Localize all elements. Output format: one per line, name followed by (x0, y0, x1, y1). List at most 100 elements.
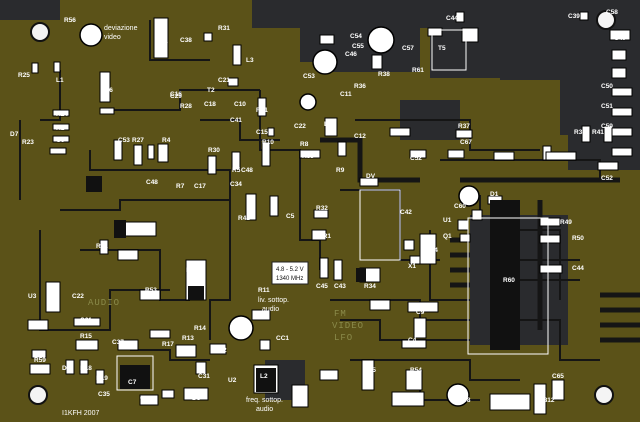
component-label-c62: C62 (396, 397, 408, 404)
component-label-c7: C7 (128, 379, 137, 386)
audio-subcarrier-level-2: audio (262, 306, 279, 313)
component-label-d7: D7 (10, 131, 19, 138)
component-label-u3: U3 (28, 293, 37, 300)
component-label-c59: C59 (601, 123, 613, 130)
component-label-l4: L4 (324, 121, 332, 128)
component-label-c26: C26 (101, 87, 113, 94)
component-label-r24: R24 (56, 111, 68, 118)
component-label-r30: R30 (208, 147, 220, 154)
component-label-c11: C11 (340, 91, 352, 98)
mounting-hole-top-left (30, 22, 50, 42)
component-label-c41: C41 (230, 117, 242, 124)
component-label-r41: R41 (592, 129, 604, 136)
component-label-r15: R15 (80, 333, 92, 340)
component-label-c53: C53 (303, 73, 315, 80)
component-label-r4: R4 (162, 137, 171, 144)
component-label-r56: R56 (64, 17, 76, 24)
component-label-c45: C45 (316, 283, 328, 290)
silk-audio: AUDIO (88, 298, 120, 308)
component-label-c39: C39 (568, 13, 580, 20)
thick-traces (320, 137, 640, 343)
video-deviation-label-2: video (104, 34, 121, 41)
component-label-c20: C20 (324, 371, 336, 378)
component-label-r39: R39 (574, 129, 586, 136)
component-label-r54: R54 (410, 367, 422, 374)
component-label-c10: C10 (234, 101, 246, 108)
audio-subcarrier-freq: freq. sottop. (246, 397, 283, 404)
component-label-cc1: CC1 (276, 335, 289, 342)
component-label-r50: R50 (572, 235, 584, 242)
component-label-r53: R53 (145, 287, 157, 294)
component-label-r7: R7 (176, 183, 185, 190)
component-label-r31: R31 (218, 25, 230, 32)
component-label-c51: C51 (601, 103, 613, 110)
component-label-c36: C36 (156, 39, 168, 46)
component-label-c31: C31 (198, 373, 210, 380)
component-label-rr1: RR1 (318, 233, 331, 240)
annotations: 4.8 - 5.2 V 1340 MHz deviazione video li… (62, 25, 309, 417)
component-label-r36: R36 (354, 83, 366, 90)
component-label-r55: R55 (364, 367, 376, 374)
component-label-r32: R32 (316, 205, 328, 212)
mounting-hole-bottom-left (28, 385, 48, 405)
component-label-r9: R9 (336, 167, 345, 174)
component-label-c38: C38 (180, 37, 192, 44)
component-label-d5: D5 (192, 395, 201, 402)
component-label-r13: R13 (182, 335, 194, 342)
component-label-c21: C21 (218, 77, 230, 84)
component-label-r49: R49 (560, 219, 572, 226)
component-label-r18: R18 (80, 365, 92, 372)
component-label-r11: R11 (258, 287, 270, 294)
component-label-r2: R2 (126, 251, 135, 258)
component-label-r28: R28 (180, 103, 192, 110)
component-pads (27, 11, 633, 415)
component-label-c60: C60 (454, 203, 466, 210)
component-label-r25: R25 (18, 72, 30, 79)
component-label-l1: L1 (56, 77, 64, 84)
mounting-holes (28, 10, 616, 405)
component-label-r19: R19 (96, 375, 108, 382)
component-label-c12: C12 (354, 133, 366, 140)
component-label-c35: C35 (98, 391, 110, 398)
component-label-d6: D6 (62, 365, 71, 372)
component-label-dv: DV (366, 173, 376, 180)
component-label-c33: C33 (140, 395, 152, 402)
component-label-c65: C65 (552, 373, 564, 380)
component-label-c50: C50 (601, 83, 613, 90)
round-components (79, 23, 480, 407)
mounting-hole-top-right (596, 10, 616, 30)
component-label-c58: C58 (606, 9, 618, 16)
component-label-l4812: L4812 (536, 397, 555, 404)
component-label-c15: C15 (256, 129, 268, 136)
component-label-c44: C44 (446, 15, 458, 22)
component-label-c34: C34 (230, 181, 242, 188)
component-label-r26: R26 (86, 31, 98, 38)
component-label-u1: U1 (443, 217, 452, 224)
component-label-c61: C61 (80, 317, 92, 324)
component-label-c22: C22 (294, 123, 306, 130)
component-label-r14: R14 (194, 325, 206, 332)
component-label-c42: C42 (400, 209, 412, 216)
component-label-c48: C48 (146, 179, 158, 186)
component-label-x1: X1 (408, 263, 416, 270)
component-label-c50: C50 (601, 163, 613, 170)
component-label-r42: R42 (238, 215, 250, 222)
component-label-r8: R8 (300, 141, 309, 148)
component-label-c17: C17 (194, 183, 206, 190)
silk-video: VIDEO (332, 321, 364, 331)
component-label-c14: C14 (426, 247, 438, 254)
component-label-c22: C22 (72, 293, 84, 300)
video-deviation-label: deviazione (104, 25, 138, 32)
component-label-c52: C52 (410, 155, 422, 162)
author-label: I1KFH 2007 (62, 410, 99, 417)
audio-subcarrier-freq-2: audio (256, 406, 273, 413)
component-label-r38: R38 (378, 71, 390, 78)
component-label-c55: C55 (352, 43, 364, 50)
component-label-c18: C18 (204, 101, 216, 108)
component-label-u2: U2 (228, 377, 237, 384)
component-label-r3: R3 (186, 267, 195, 274)
component-label-r10: R10 (262, 139, 274, 146)
component-label-c37: C37 (112, 339, 124, 346)
component-label-r5: R5 (232, 167, 241, 174)
